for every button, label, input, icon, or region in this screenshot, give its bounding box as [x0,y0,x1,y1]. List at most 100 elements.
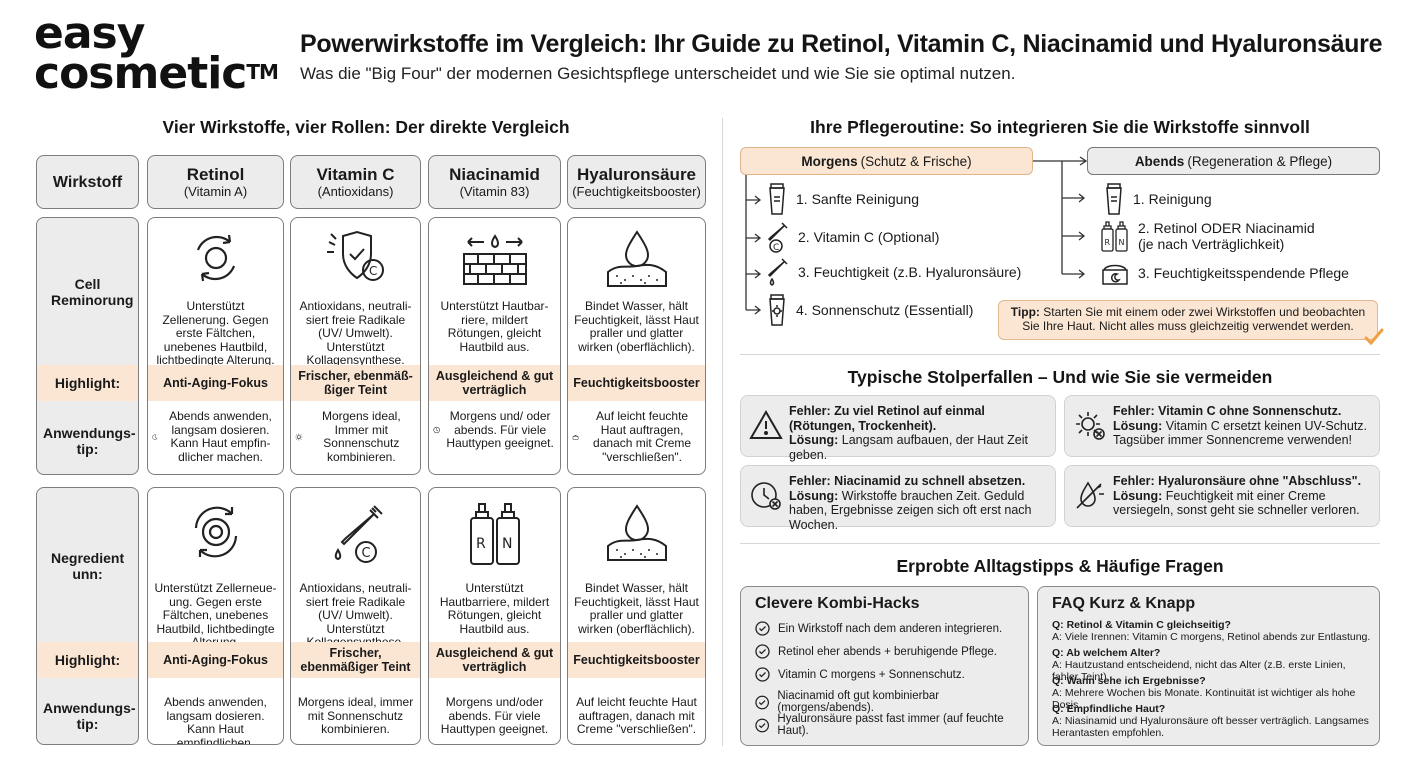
svg-text:N: N [502,536,512,552]
section-divider [740,543,1380,544]
dropper-c-icon: C [767,222,788,253]
faq-question: Q: Retinol & Vitamin C gleichseitig? [1052,619,1231,631]
tip-text: Starten Sie mit einem oder zwei Wirkstof… [1022,305,1366,333]
highlight-label: Highlight: [37,642,138,678]
solution-label: Lösung: [1113,418,1163,433]
column-name: Hyaluronsäure [576,165,697,184]
faq-question: Q: Empfindliche Haut? [1052,703,1166,715]
cell-description: Unterstützt Hautbar-riere, mildert Rötun… [440,299,549,354]
cell-highlight: Feuchtigkeitsbooster [568,642,705,678]
check-circle-icon [755,644,770,659]
faq-item: Q: Wann sehe ich Ergebnisse?A: Mehrere W… [1052,675,1371,711]
tip-text: Morgens ideal, Immer mit Sonnenschutz ko… [321,409,401,464]
faq-answer: A: Niasinamid und Hyaluronsäure oft bess… [1052,715,1369,739]
faq-panel: FAQ Kurz & Knapp Q: Retinol & Vitamin C … [1037,586,1380,746]
comparison-heading: Vier Wirkstoffe, vier Rollen: Der direkt… [162,117,570,137]
warning-icon [749,410,783,439]
cleanser-tube-icon [1106,183,1122,215]
tip-label: Anwendungs-tip: [43,425,136,457]
cell-description: Unterstützt Zellerneue-ung. Gegen erste … [154,581,277,648]
cell-tip: Abends anwenden, langsam dosieren. Kann … [152,409,279,464]
faq-answer: A: Mehrere Wochen bis Monate. Kontinuitä… [1052,687,1356,711]
cleanser-tube-icon [769,183,785,215]
solution-label: Lösung: [1113,488,1163,503]
cell-description: Bindet Wasser, hält Feuchtigkeit, lässt … [574,581,699,636]
evening-step-1: 1. Reinigung [1103,183,1212,215]
hack-text: Niacinamid oft gut kombinierbar (morgens… [777,690,940,714]
cell-tip: Auf leicht feuchte Haut auftragen, danac… [572,409,701,464]
column-name: Vitamin C [316,165,395,184]
block1-retinol: Unterstützt Zellenerung. Gegen erste Fäl… [147,217,284,475]
cell-description: Antioxidans, neutrali-siert freie Radika… [299,581,412,648]
tips-heading: Erprobte Alltagstipps & Häufige Fragen [896,556,1224,576]
renewal-cycle-icon [186,228,246,288]
error-text: Vitamin C ohne Sonnenschutz. [1158,404,1342,418]
block2-hyaluronsaeure: Bindet Wasser, hält Feuchtigkeit, lässt … [567,487,706,745]
faq-answer: A: Viele Irennen: Vitamin C morgens, Ret… [1052,631,1371,643]
check-icon [1364,328,1384,346]
step-label: 4. Sonnenschutz (Essentiall) [796,302,974,318]
header-wirkstoff: Wirkstoff [36,155,139,209]
hack-item: Vitamin C morgens + Sonnenschutz. [755,667,965,682]
error-label: Fehler: [1113,474,1155,488]
hack-item: Retinol eher abends + beruhigende Pflege… [755,644,997,659]
morning-step-3: 3. Feuchtigkeit (z.B. Hyaluronsäure) [766,257,1021,287]
block1-hyaluronsaeure: Bindet Wasser, hält Feuchtigkeit, lässt … [567,217,706,475]
solution-text: Vitamin C ersetzt keinen UV-Schutz. Tags… [1113,418,1368,448]
cell-highlight: Anti-Aging-Fokus [148,642,283,678]
cream-jar-icon [572,434,579,440]
cell-description: Antioxidans, neutrali-siert freie Radika… [299,299,412,367]
step-note: (je nach Verträglichkeit) [1138,236,1285,252]
cell-description: Unterstützt Hautbarriere, mildert Rötung… [439,581,550,636]
faq-answer: A: Hautzustand entscheidend, nicht das A… [1052,659,1346,683]
cell-tip: Morgens ideal, Immer mit Sonnenschutz ko… [295,409,416,464]
page-subtitle: Was die "Big Four" der modernen Gesichts… [300,64,1016,83]
faq-title: FAQ Kurz & Knapp [1052,595,1196,612]
header-retinol: Retinol (Vitamin A) [147,155,284,209]
row-label: Negredient unn: [51,550,125,582]
column-sub: (Feuchtigkeitsbooster) [572,184,701,199]
morning-step-2: C 2. Vitamin C (Optional) [766,221,939,253]
error-text: Zu viel Retinol auf einmal (Rötungen, Tr… [789,404,985,433]
column-name: Niacinamid [449,165,540,184]
block2-label-column: Negredient unn: Highlight: Anwendungs-ti… [36,487,139,745]
sun-x-icon [1076,412,1105,440]
evening-step-3: 3. Feuchtigkeitsspendende Pflege [1100,259,1349,287]
evening-title: Abends [1134,153,1185,169]
hacks-title: Clevere Kombi-Hacks [755,595,920,612]
error-label: Fehler: [789,404,831,418]
morning-title: Morgens [801,153,858,169]
header-hyaluronsaeure: Hyaluronsäure (Feuchtigkeitsbooster) [567,155,706,209]
solution-text: Langsam aufbauen, der Haut Zeit geben. [789,433,1029,462]
check-circle-icon [755,621,770,636]
block1-label-column: Cell Reminorung Highlight: Anwendungs-ti… [36,217,139,475]
solution-text: Wirkstoffe brauchen Zeit. Geduld haben, … [789,488,1032,532]
no-water-icon [1076,481,1104,509]
error-label: Fehler: [1113,404,1155,418]
tip-text: Auf leicht feuchte Haut auftragen, danac… [593,409,692,464]
cell-description: Bindet Wasser, hält Feuchtigkeit, lässt … [574,299,699,354]
section-divider [740,354,1380,355]
column-sub: (Antioxidans) [317,184,394,199]
sunscreen-tube-icon [769,294,785,326]
morning-box: Morgens (Schutz & Frische) [740,147,1033,175]
routine-heading: Ihre Pflegeroutine: So integrieren Sie d… [810,117,1310,137]
tip-text: Abends anwenden, langsam dosieren. Kann … [164,695,267,745]
cell-highlight: Ausgleichend & gut verträglich [429,365,560,401]
error-text: Niacinamid zu schnell absetzen. [834,474,1026,488]
step-label: 1. Reinigung [1133,191,1212,207]
solution-text: Feuchtigkeit mit einer Creme versiegeln,… [1113,488,1360,518]
vertical-divider [722,118,723,746]
pitfall-card: Fehler: Zu viel Retinol auf einmal (Rötu… [740,395,1056,462]
block1-vitamin-c: C Antioxidans, neutrali-siert freie Radi… [290,217,421,475]
svg-text:C: C [773,243,779,253]
hack-item: Ein Wirkstoff nach dem anderen integrier… [755,621,1002,636]
morning-step-4: 4. Sonnenschutz (Essentiall) [766,294,973,326]
logo-line-2: cosmetic [34,48,247,99]
cell-highlight: Frischer, ebenmäß-ßiger Teint [291,365,420,401]
step-label: 3. Feuchtigkeitsspendende Pflege [1138,265,1349,281]
hacks-panel: Clevere Kombi-Hacks Ein Wirkstoff nach d… [740,586,1029,746]
step-label: 3. Feuchtigkeit (z.B. Hyaluronsäure) [798,264,1022,280]
